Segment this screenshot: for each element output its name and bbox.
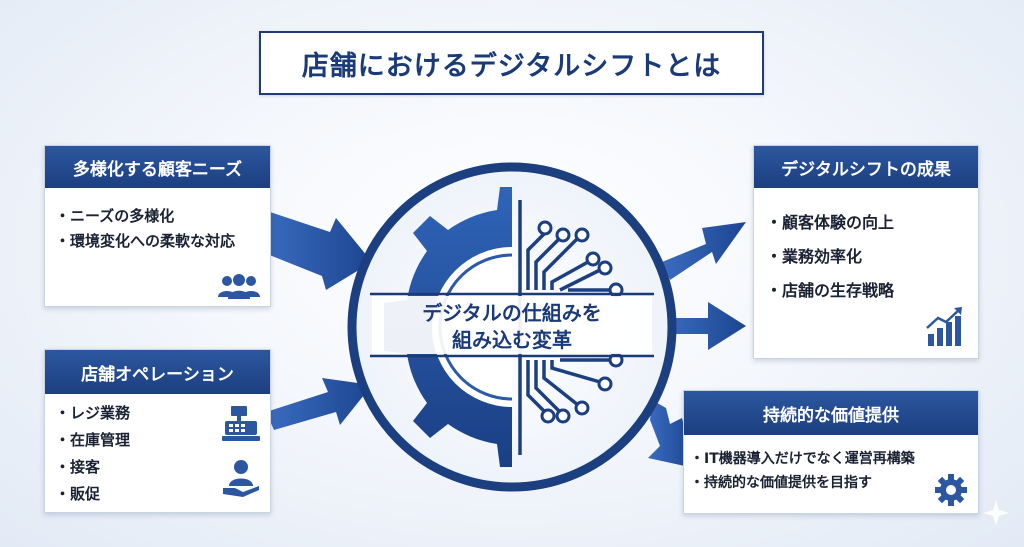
list-item: 顧客体験の向上 [766, 206, 978, 240]
list-item: ニーズの多様化 [55, 204, 270, 229]
value-heading: 持続的な価値提供 [684, 391, 978, 435]
results-list: 顧客体験の向上 業務効率化 店舗の生存戦略 [754, 188, 978, 308]
results-heading: デジタルシフトの成果 [754, 146, 978, 188]
list-item: IT機器導入だけでなく運営再構築 [690, 447, 978, 471]
customer-needs-list: ニーズの多様化 環境変化への柔軟な対応 [45, 188, 270, 254]
center-label-line1: デジタルの仕組みを [422, 301, 602, 325]
staff-icon [223, 460, 259, 497]
list-item: 店舗の生存戦略 [766, 274, 978, 308]
list-item: 持続的な価値提供を目指す [690, 471, 978, 495]
list-item: 販促 [55, 481, 270, 508]
title-box: 店舗におけるデジタルシフトとは [259, 31, 764, 95]
cash-register-icon [222, 406, 260, 441]
store-operation-card: 店舗オペレーション レジ業務 在庫管理 接客 販促 [44, 349, 271, 513]
arrow-center-to-results-bottom [664, 302, 746, 350]
center-label: デジタルの仕組みを 組み込む変革 [378, 297, 646, 357]
list-item: レジ業務 [55, 400, 270, 427]
arrow-center-to-value [648, 400, 694, 468]
growth-chart-icon [926, 307, 962, 346]
arrow-center-to-results-top [662, 222, 746, 280]
sparkle-icon [983, 500, 1009, 526]
value-card: 持続的な価値提供 IT機器導入だけでなく運営再構築 持続的な価値提供を目指す [683, 390, 979, 514]
list-item: 業務効率化 [766, 240, 978, 274]
customer-needs-heading: 多様化する顧客ニーズ [45, 146, 270, 188]
customer-needs-card: 多様化する顧客ニーズ ニーズの多様化 環境変化への柔軟な対応 [44, 145, 271, 307]
center-label-line2: 組み込む変革 [452, 328, 572, 352]
store-operation-heading: 店舗オペレーション [45, 350, 270, 394]
arrow-needs-to-center [262, 210, 372, 290]
results-card: デジタルシフトの成果 顧客体験の向上 業務効率化 店舗の生存戦略 [753, 145, 979, 359]
value-list: IT機器導入だけでなく運営再構築 持続的な価値提供を目指す [684, 435, 978, 495]
store-operation-list: レジ業務 在庫管理 接客 販促 [45, 394, 270, 508]
list-item: 在庫管理 [55, 427, 270, 454]
list-item: 環境変化への柔軟な対応 [55, 229, 270, 254]
arrow-operation-to-center [266, 378, 372, 430]
list-item: 接客 [55, 454, 270, 481]
page-title: 店舗におけるデジタルシフトとは [301, 50, 722, 82]
gear-settings-icon [935, 474, 967, 506]
people-icon [218, 274, 260, 299]
